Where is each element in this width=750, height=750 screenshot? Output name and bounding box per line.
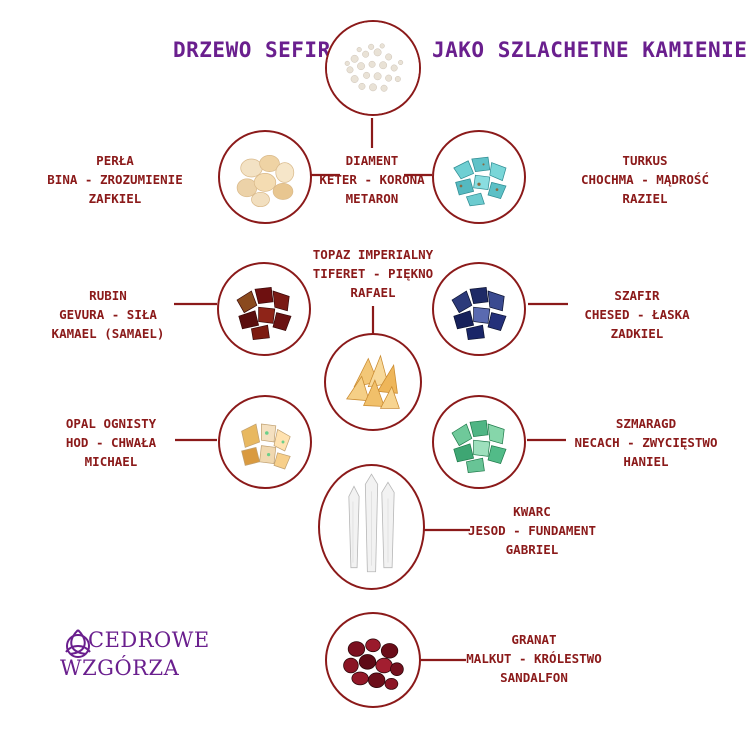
label-kwarc-line1: KWARC: [513, 504, 551, 519]
label-granat: GRANAT MALKUT - KRÓLESTWO SANDALFON: [459, 630, 609, 687]
label-rubin-line3: KAMAEL (SAMAEL): [51, 326, 165, 341]
label-topaz-line3: RAFAEL: [350, 285, 396, 300]
label-turkus: TURKUS CHOCHMA - MĄDROŚĆ RAZIEL: [570, 151, 720, 208]
label-perla-line2: BINA - ZROZUMIENIE: [47, 172, 183, 187]
label-turkus-line1: TURKUS: [622, 153, 668, 168]
label-granat-line3: SANDALFON: [500, 670, 568, 685]
label-szmaragd-line1: SZMARAGD: [615, 416, 677, 431]
stone-diament: [325, 20, 421, 116]
label-kwarc-line2: JESOD - FUNDAMENT: [468, 523, 596, 538]
label-perla: PERŁA BINA - ZROZUMIENIE ZAFKIEL: [40, 151, 190, 208]
label-topaz-line1: TOPAZ IMPERIALNY: [312, 247, 434, 262]
stone-opal: [218, 395, 312, 489]
stone-turkus: [432, 130, 526, 224]
label-diament-line3: METARON: [345, 191, 399, 206]
stone-topaz: [324, 333, 422, 431]
label-szmaragd-line3: HANIEL: [623, 454, 669, 469]
label-szafir-line3: ZADKIEL: [610, 326, 664, 341]
stone-kwarc: [318, 464, 425, 590]
label-opal-line1: OPAL OGNISTY: [65, 416, 157, 431]
stone-rubin: [217, 262, 311, 356]
label-rubin-line2: GEVURA - SIŁA: [59, 307, 157, 322]
label-kwarc-line3: GABRIEL: [505, 542, 559, 557]
stone-szmaragd: [432, 395, 526, 489]
label-topaz: TOPAZ IMPERIALNY TIFERET - PIĘKNO RAFAEL: [298, 245, 448, 302]
stone-szafir: [432, 262, 526, 356]
label-turkus-line2: CHOCHMA - MĄDROŚĆ: [581, 172, 709, 187]
label-diament-line1: DIAMENT: [345, 153, 399, 168]
label-szafir-line1: SZAFIR: [614, 288, 660, 303]
label-opal-line2: HOD - CHWAŁA: [65, 435, 157, 450]
label-opal-line3: MICHAEL: [84, 454, 138, 469]
label-szmaragd: SZMARAGD NECACH - ZWYCIĘSTWO HANIEL: [566, 414, 726, 471]
logo-line2: WZGÓRZA: [60, 656, 180, 680]
stone-perla: [218, 130, 312, 224]
label-opal: OPAL OGNISTY HOD - CHWAŁA MICHAEL: [52, 414, 170, 471]
triquetra-icon: [65, 629, 91, 658]
label-rubin-line1: RUBIN: [89, 288, 127, 303]
title-left: DRZEWO SEFIR: [173, 38, 331, 62]
label-topaz-line2: TIFERET - PIĘKNO: [312, 266, 434, 281]
label-szmaragd-line2: NECACH - ZWYCIĘSTWO: [574, 435, 718, 450]
label-kwarc: KWARC JESOD - FUNDAMENT GABRIEL: [462, 502, 602, 559]
title-right: JAKO SZLACHETNE KAMIENIE: [432, 38, 748, 62]
label-perla-line1: PERŁA: [96, 153, 134, 168]
label-diament: DIAMENT KETER - KORONA METARON: [312, 151, 432, 208]
label-szafir: SZAFIR CHESED - ŁASKA ZADKIEL: [572, 286, 702, 343]
brand-logo: CEDROWE WZGÓRZA: [58, 622, 210, 694]
label-granat-line1: GRANAT: [511, 632, 557, 647]
label-szafir-line2: CHESED - ŁASKA: [584, 307, 690, 322]
label-diament-line2: KETER - KORONA: [319, 172, 425, 187]
label-turkus-line3: RAZIEL: [622, 191, 668, 206]
label-granat-line2: MALKUT - KRÓLESTWO: [466, 651, 602, 666]
label-rubin: RUBIN GEVURA - SIŁA KAMAEL (SAMAEL): [38, 286, 178, 343]
logo-line1: CEDROWE: [88, 628, 210, 652]
stone-granat: [325, 612, 421, 708]
label-perla-line3: ZAFKIEL: [88, 191, 142, 206]
